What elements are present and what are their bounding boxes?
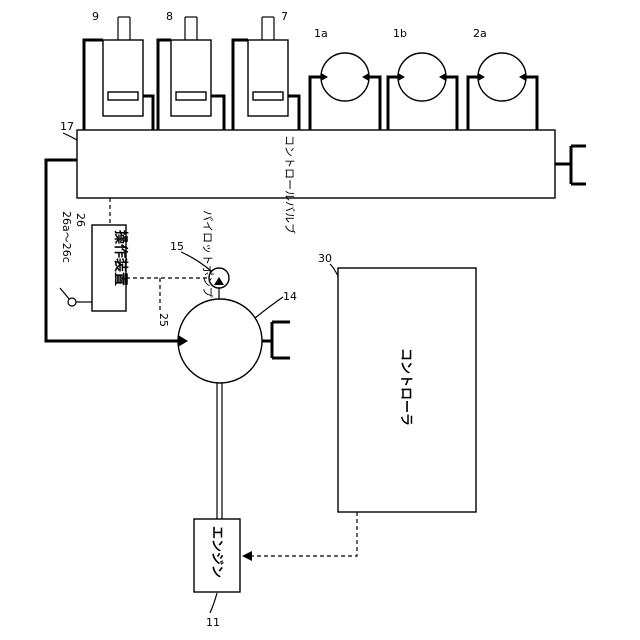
control-valve-ref: 17 [60, 120, 74, 133]
cylinder-7-ref: 7 [281, 10, 288, 23]
motor-2a-ref: 2a [473, 27, 487, 40]
pilot-line-ref: 25 [157, 313, 170, 327]
motor-1b: 1b [388, 27, 457, 130]
operation-lever-icon [68, 298, 76, 306]
cylinder-8: 8 [158, 10, 224, 130]
cylinder-8-ref: 8 [166, 10, 173, 23]
engine-command-arrow-icon [242, 551, 252, 561]
control-valve [77, 130, 555, 198]
controller-label: コントローラ [398, 348, 413, 426]
main-pump-ref: 14 [283, 290, 297, 303]
operation-device-ref: 26 [74, 213, 87, 227]
controller-ref: 30 [318, 252, 332, 265]
cylinder-9-ref: 9 [92, 10, 99, 23]
pilot-pump-label: パイロットポンプ [201, 210, 214, 298]
main-pump [178, 299, 262, 383]
motor-2a: 2a [468, 27, 537, 130]
cylinder-7: 7 [233, 10, 299, 130]
motor-1a: 1a [310, 27, 380, 130]
cylinder-9: 9 [84, 10, 153, 130]
engine-label: エンジン [209, 526, 224, 578]
motor-1a-ref: 1a [314, 27, 328, 40]
operation-levers-ref: 26a～26c [60, 211, 73, 263]
main-pump-tank-icon [262, 322, 290, 358]
control-valve-label: コントロールバルブ [283, 135, 297, 234]
controller-engine-signal-line [252, 512, 357, 556]
motor-1b-ref: 1b [393, 27, 407, 40]
engine-ref: 11 [206, 616, 220, 629]
control-valve-tank-icon [555, 146, 586, 184]
pilot-pump-ref: 15 [170, 240, 184, 253]
